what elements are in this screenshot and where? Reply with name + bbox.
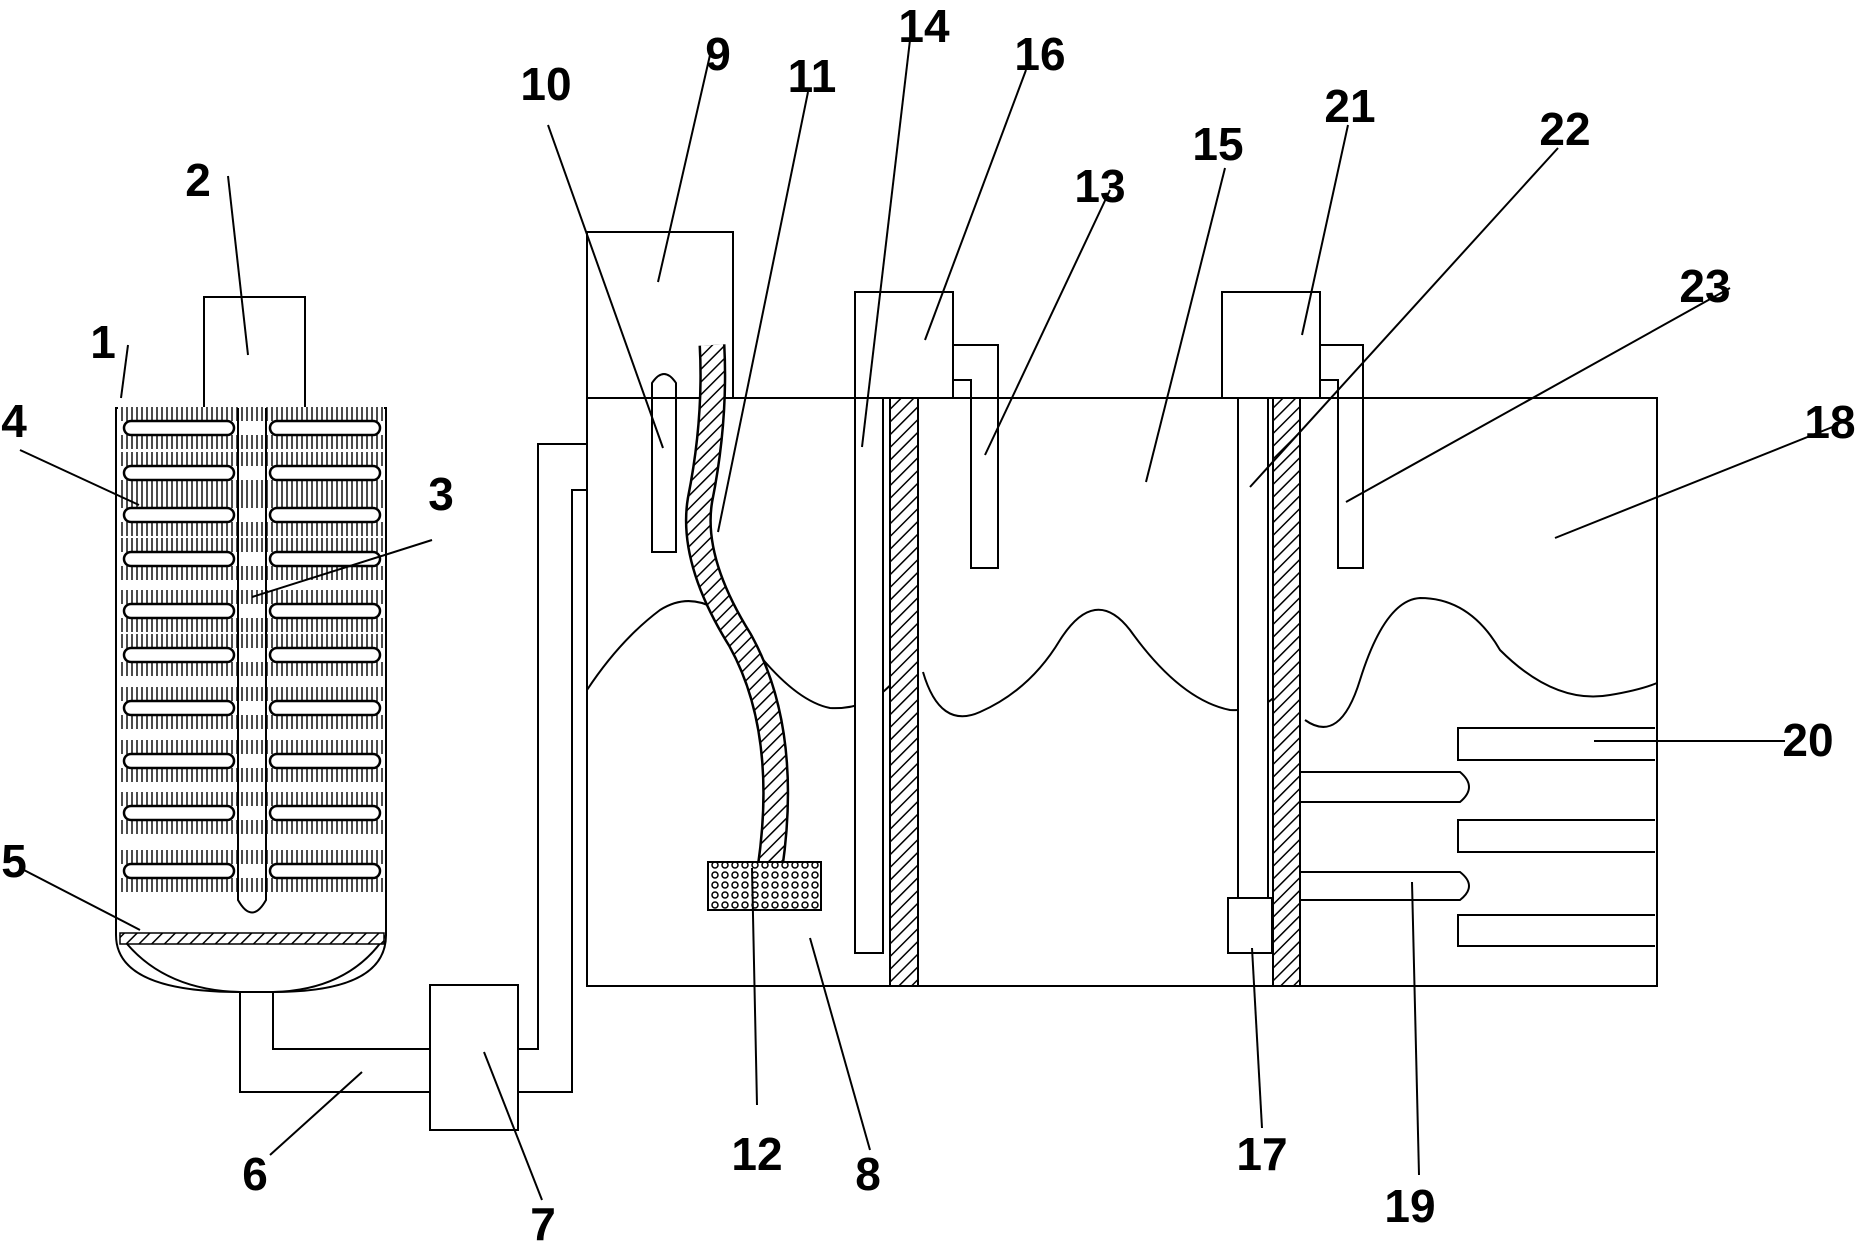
- motor-2: [203, 296, 306, 409]
- tube-22: [1237, 397, 1269, 899]
- label-14: 14: [898, 0, 950, 52]
- label-19: 19: [1384, 1180, 1435, 1232]
- vessel-1: [115, 296, 387, 993]
- label-4: 4: [1, 395, 27, 447]
- brush-row: [118, 850, 384, 892]
- electrode-plate-20: [1457, 914, 1655, 947]
- brush-row: [118, 740, 384, 782]
- label-6: 6: [242, 1148, 268, 1200]
- label-15: 15: [1192, 118, 1243, 170]
- box-9: [586, 231, 734, 398]
- pipe-6: [239, 992, 430, 1093]
- brush-row: [118, 452, 384, 494]
- brush-row: [118, 634, 384, 676]
- label-18: 18: [1804, 396, 1855, 448]
- valve-17: [1227, 897, 1273, 954]
- label-11: 11: [788, 50, 837, 102]
- label-21: 21: [1324, 80, 1375, 132]
- tube-14: [854, 397, 884, 954]
- electrodes: [1300, 727, 1655, 947]
- label-23: 23: [1679, 260, 1730, 312]
- electrode-plate-20: [1457, 819, 1655, 853]
- brush-row: [118, 687, 384, 729]
- label-8: 8: [855, 1148, 881, 1200]
- brush-row: [118, 538, 384, 580]
- electrode-plate-20: [1457, 727, 1655, 761]
- electrode-plate-19: [1300, 871, 1470, 901]
- box-21: [1221, 291, 1321, 398]
- label-16: 16: [1014, 28, 1065, 80]
- brush-row: [118, 407, 384, 449]
- label-22: 22: [1539, 103, 1590, 155]
- filter-plate-5: [119, 932, 385, 945]
- label-3: 3: [428, 468, 454, 520]
- label-1: 1: [90, 316, 116, 368]
- probe-10: [651, 373, 677, 553]
- label-20: 20: [1782, 714, 1833, 766]
- label-17: 17: [1236, 1128, 1287, 1180]
- brush-rows-4: [118, 407, 384, 892]
- label-2: 2: [185, 154, 211, 206]
- diffuser-12: [707, 861, 822, 911]
- label-13: 13: [1074, 160, 1125, 212]
- brush-row: [118, 792, 384, 834]
- label-9: 9: [705, 28, 731, 80]
- pump-7: [429, 984, 519, 1131]
- shaft-3: [237, 408, 267, 914]
- label-7: 7: [530, 1198, 556, 1246]
- electrode-plate-19: [1300, 771, 1470, 803]
- partition-wall-a: [889, 397, 919, 987]
- brush-row: [118, 590, 384, 632]
- partition-wall-b: [1272, 397, 1301, 987]
- label-12: 12: [731, 1128, 782, 1180]
- brush-row: [118, 494, 384, 536]
- label-10: 10: [520, 58, 571, 110]
- label-5: 5: [1, 835, 27, 887]
- leader-lines: [19, 39, 1836, 1201]
